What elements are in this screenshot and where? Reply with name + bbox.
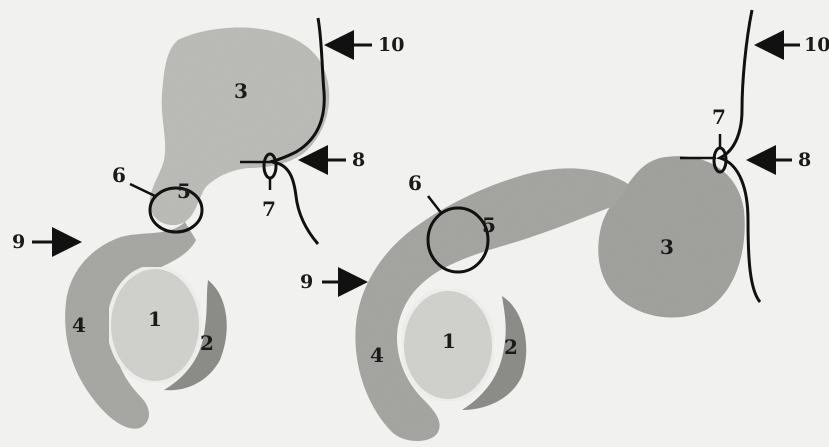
left-label-9: 9 <box>12 231 25 253</box>
right-leader-6 <box>428 196 442 214</box>
right-label-1: 1 <box>442 329 456 353</box>
left-figure: 1 2 3 4 5 6 7 8 9 10 <box>12 18 404 429</box>
right-label-4: 4 <box>370 343 384 367</box>
right-label-5: 5 <box>482 213 496 237</box>
right-label-10: 10 <box>804 34 829 56</box>
left-label-5: 5 <box>177 179 191 203</box>
right-label-2: 2 <box>504 335 518 359</box>
left-line-10-lower <box>272 162 318 244</box>
right-label-3: 3 <box>660 235 674 259</box>
left-label-6: 6 <box>112 163 126 187</box>
right-label-9: 9 <box>300 271 313 293</box>
left-label-7: 7 <box>262 197 276 221</box>
left-label-1: 1 <box>148 307 162 331</box>
left-label-10: 10 <box>378 34 404 56</box>
left-label-4: 4 <box>72 313 86 337</box>
right-label-8: 8 <box>798 149 811 171</box>
left-label-8: 8 <box>352 149 365 171</box>
left-label-2: 2 <box>200 331 214 355</box>
right-label-7: 7 <box>712 105 726 129</box>
right-figure: 1 2 3 4 5 6 7 8 9 10 <box>300 10 829 441</box>
right-label-6: 6 <box>408 171 422 195</box>
left-label-3: 3 <box>234 79 248 103</box>
left-leader-6 <box>130 184 155 196</box>
